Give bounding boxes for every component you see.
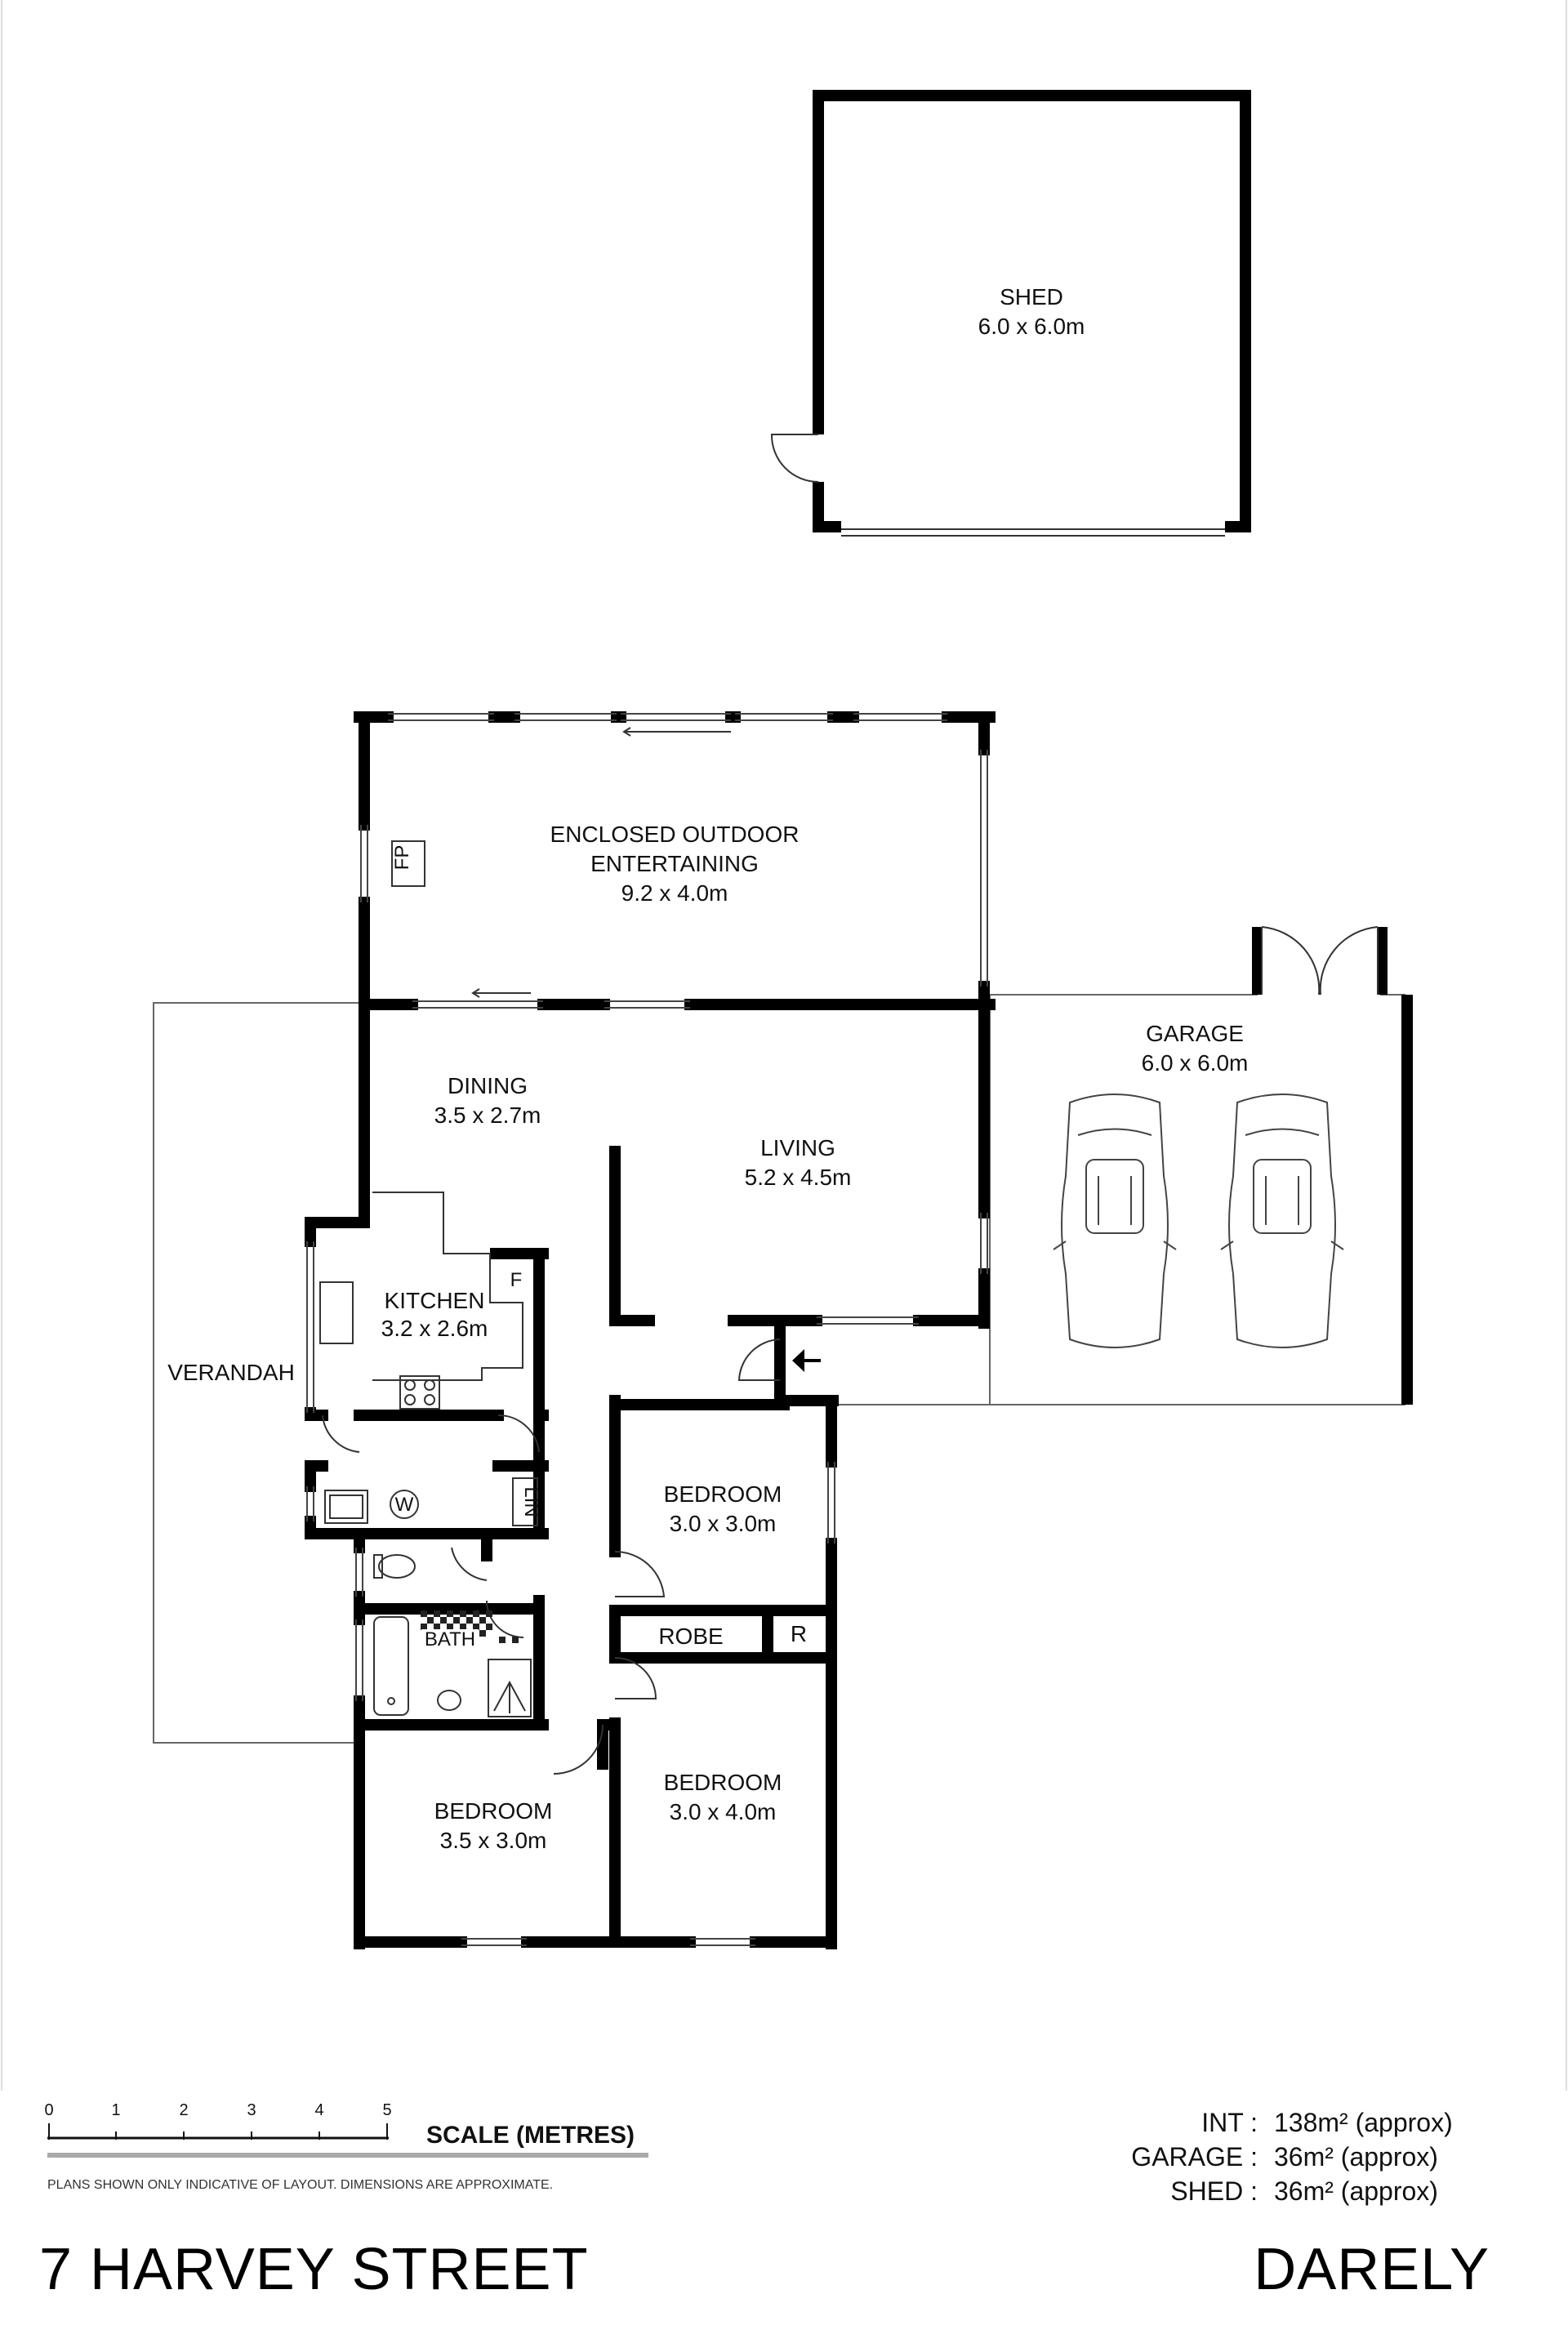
garage: GARAGE 6.0 x 6.0m [833, 926, 1413, 1405]
outdoor-dims: 9.2 x 4.0m [621, 880, 728, 906]
bedroom1-dims: 3.0 x 3.0m [670, 1511, 777, 1536]
bedroom2-dims: 3.5 x 3.0m [440, 1828, 547, 1853]
bath-name: BATH [425, 1628, 475, 1650]
car-icon [1053, 1094, 1177, 1348]
bedroom2-name: BEDROOM [434, 1798, 553, 1824]
linen-label: LIN [520, 1486, 542, 1517]
fridge-label: F [510, 1269, 523, 1291]
scale-tick: 4 [314, 2101, 323, 2119]
address-title: 7 HARVEY STREET [39, 2237, 589, 2302]
scale-bar: 0 1 2 3 4 5 SCALE (METRES) PLANS SHOWN O… [44, 2101, 648, 2192]
verandah: VERANDAH [153, 1002, 359, 1744]
garage-name: GARAGE [1146, 1021, 1244, 1046]
area-row: SHED : 36m² (approx) [1045, 2174, 1478, 2208]
bedroom1-name: BEDROOM [664, 1481, 782, 1507]
outdoor-name-2: ENTERTAINING [590, 851, 759, 876]
bedroom3-name: BEDROOM [664, 1770, 782, 1795]
scale-tick: 5 [382, 2101, 391, 2119]
area-row: INT : 138m² (approx) [1045, 2105, 1478, 2140]
washer-icon [390, 1490, 419, 1519]
entry-arrow-icon [792, 1349, 821, 1372]
scale-tick: 1 [111, 2101, 120, 2119]
living-name: LIVING [760, 1135, 835, 1160]
kitchen-dims: 3.2 x 2.6m [381, 1316, 488, 1341]
fixtures [319, 1192, 532, 1717]
robe-small-label: R [791, 1621, 807, 1646]
washer-label: W [395, 1494, 414, 1516]
area-key: GARAGE : [1131, 2141, 1258, 2172]
area-summary: INT : 138m² (approx) GARAGE : 36m² (appr… [1045, 2105, 1478, 2208]
area-value: 36m² (approx) [1274, 2141, 1438, 2172]
outdoor-name-1: ENCLOSED OUTDOOR [550, 822, 800, 847]
area-key: INT : [1201, 2107, 1258, 2137]
scale-tick: 3 [247, 2101, 256, 2119]
area-value: 138m² (approx) [1274, 2107, 1453, 2137]
car-icon [1220, 1094, 1344, 1348]
bedroom3-dims: 3.0 x 4.0m [670, 1799, 777, 1824]
fireplace-label: FP [391, 845, 413, 871]
robe-name: ROBE [658, 1624, 723, 1649]
windows [306, 713, 988, 1946]
garage-dims: 6.0 x 6.0m [1142, 1050, 1249, 1076]
verandah-name: VERANDAH [167, 1360, 295, 1385]
living-dims: 5.2 x 4.5m [745, 1165, 852, 1190]
area-key: SHED : [1170, 2176, 1258, 2206]
suburb-title: DARELY [1254, 2237, 1490, 2302]
scale-label: SCALE (METRES) [426, 2122, 635, 2149]
kitchen-name: KITCHEN [385, 1288, 485, 1313]
scale-tick: 0 [44, 2101, 53, 2119]
sliding-door-arrows [471, 727, 731, 998]
shed-name: SHED [1000, 284, 1063, 310]
door-swings [322, 1339, 781, 1775]
shed-dims: 6.0 x 6.0m [978, 314, 1085, 339]
dining-name: DINING [448, 1073, 528, 1098]
area-value: 36m² (approx) [1274, 2176, 1438, 2206]
disclaimer: PLANS SHOWN ONLY INDICATIVE OF LAYOUT. D… [47, 2178, 553, 2192]
shed: SHED 6.0 x 6.0m [770, 90, 1251, 537]
area-row: GARAGE : 36m² (approx) [1045, 2140, 1478, 2174]
scale-tick: 2 [179, 2101, 188, 2119]
dining-dims: 3.5 x 2.7m [434, 1102, 541, 1128]
